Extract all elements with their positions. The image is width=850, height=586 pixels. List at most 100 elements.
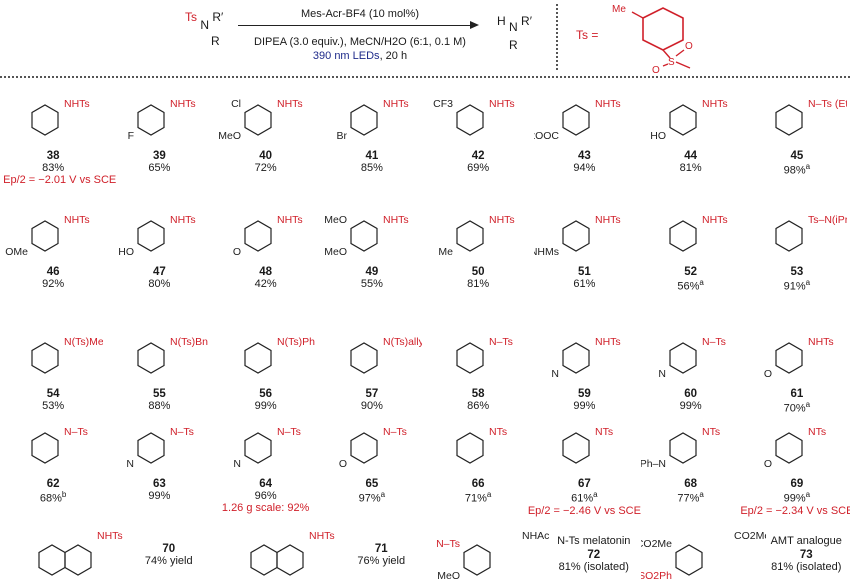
structure-drawing: CO2MeSO2PhCO2Me bbox=[641, 530, 766, 582]
ring bbox=[669, 104, 697, 136]
yield-value: 76% yield bbox=[357, 555, 406, 567]
ring bbox=[31, 220, 59, 252]
substituent-label: NHTs bbox=[64, 214, 90, 226]
compound-note: Ep/2 = −2.34 V vs SCE bbox=[740, 504, 850, 517]
structure-drawing: NHTs bbox=[250, 530, 335, 576]
substituent-label: CF3 bbox=[433, 98, 453, 110]
compound-yield: 99% bbox=[255, 400, 277, 412]
compound-number: 68 bbox=[684, 478, 698, 490]
substituent-label: NHTs bbox=[277, 214, 303, 226]
substituent-label: Cl bbox=[231, 98, 241, 110]
compound-yield: 56%a bbox=[677, 278, 703, 293]
ring bbox=[669, 342, 697, 374]
compound-yield: 72% bbox=[255, 162, 277, 174]
footnote-mark: a bbox=[805, 490, 811, 499]
substituent-label: NHTs bbox=[170, 214, 196, 226]
structure-drawing: N(Ts)allyl bbox=[350, 336, 422, 374]
substituent-label: NHTs bbox=[383, 98, 409, 110]
substituent-label: N–Ts bbox=[489, 336, 513, 348]
ring bbox=[562, 432, 590, 464]
substituent-label: NHTs bbox=[489, 214, 515, 226]
compound-yield: 77%a bbox=[677, 490, 703, 505]
compound-number: 63 bbox=[152, 478, 166, 490]
substituent-label: N bbox=[552, 368, 560, 380]
compound-yield: 74% yield bbox=[145, 555, 193, 567]
yield-value: 81% (isolated) bbox=[558, 561, 629, 573]
ring bbox=[775, 104, 803, 136]
compound-number: 43 bbox=[577, 150, 591, 162]
reagent-bottom: DIPEA (3.0 equiv.), MeCN/H2O (6:1, 0.1 M… bbox=[254, 36, 466, 48]
compound-number: 62 bbox=[46, 478, 60, 490]
compound-number: 41 bbox=[365, 150, 379, 162]
yield-value: 77% bbox=[677, 492, 700, 505]
compound-yield: 81% bbox=[680, 162, 702, 174]
ring bbox=[31, 104, 59, 136]
structure-drawing: N–Ts (Et2N) bbox=[775, 98, 847, 136]
substituent-label: O bbox=[339, 458, 347, 470]
compound-number: 71 bbox=[374, 543, 388, 555]
compound-number: 69 bbox=[790, 478, 804, 490]
compound-yield: 94% bbox=[573, 162, 595, 174]
compound-yield: 71%a bbox=[465, 490, 491, 505]
compound-number: 53 bbox=[790, 266, 804, 278]
divider-horizontal bbox=[0, 76, 850, 78]
footnote-mark: a bbox=[486, 490, 492, 499]
ring bbox=[350, 104, 378, 136]
compound-number: 46 bbox=[46, 266, 60, 278]
compound-yield: 61% bbox=[573, 278, 595, 290]
structure-drawing: NHTs bbox=[38, 530, 122, 576]
footnote-mark: a bbox=[380, 490, 386, 499]
tosyl-structure: Me S O O bbox=[612, 4, 693, 74]
yield-value: 83% bbox=[42, 162, 65, 174]
compound-number: 38 bbox=[46, 150, 60, 162]
divider-vertical bbox=[556, 4, 558, 70]
arrow-head-icon bbox=[470, 21, 479, 29]
substituent-label: N(Ts)allyl bbox=[383, 336, 422, 348]
substituent-label: NHTs bbox=[383, 214, 409, 226]
compound-note: Ep/2 = −2.01 V vs SCE bbox=[3, 174, 117, 186]
compound-yield: 99%a bbox=[784, 490, 810, 505]
light-label: 390 nm LEDs bbox=[312, 50, 380, 62]
yield-value: 56% bbox=[677, 280, 700, 293]
substituent-label: EtOOC bbox=[534, 130, 559, 142]
substituent-label: NHAc bbox=[522, 530, 549, 542]
substituent-label: MeO bbox=[324, 246, 347, 258]
yield-value: 69% bbox=[467, 162, 490, 174]
substituent-label: N bbox=[233, 458, 241, 470]
r2-label: R bbox=[211, 34, 220, 48]
ring bbox=[463, 544, 491, 576]
compound-number: 73 bbox=[799, 549, 813, 561]
compound-yield: 53% bbox=[42, 400, 64, 412]
footnote-mark: a bbox=[805, 162, 811, 171]
structure-drawing: NTs bbox=[456, 426, 507, 464]
compound-number: 51 bbox=[577, 266, 591, 278]
substituent-label: N(Ts)Ph bbox=[277, 336, 315, 348]
yield-value: 68% bbox=[39, 492, 62, 505]
compound-yield: 91%a bbox=[784, 278, 810, 293]
compound-yield: 88% bbox=[148, 400, 170, 412]
substituent-label: NTs bbox=[595, 426, 613, 438]
compound-name: N-Ts melatonin bbox=[557, 535, 631, 547]
yield-value: 91% bbox=[783, 280, 806, 293]
footnote-mark: a bbox=[805, 400, 811, 409]
yield-value: 61% bbox=[573, 278, 596, 290]
substituent-label: NTs bbox=[808, 426, 826, 438]
substituent-label: HO bbox=[650, 130, 666, 142]
compound-yield: 99% bbox=[573, 400, 595, 412]
substituent-label: N bbox=[127, 458, 135, 470]
yield-value: 71% bbox=[464, 492, 487, 505]
